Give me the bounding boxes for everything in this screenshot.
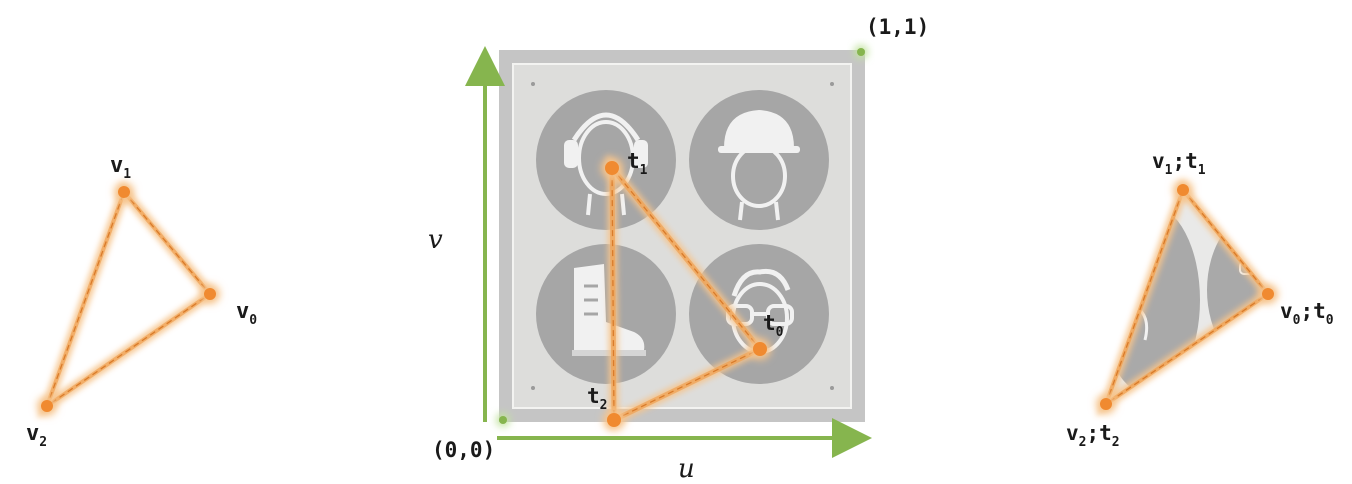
- origin-point: [499, 416, 507, 424]
- u-axis-label: u: [678, 454, 695, 484]
- vertex-v2t2-point: [1100, 398, 1112, 410]
- vertex-v2-point: [41, 400, 53, 412]
- vertex-v1-point: [118, 186, 130, 198]
- hard-hat-icon: [689, 90, 829, 230]
- origin-label: (0,0): [432, 438, 495, 462]
- uv-t1-point: [605, 161, 619, 175]
- uv-triangle: [601, 153, 771, 431]
- label-t2: t2: [587, 384, 607, 413]
- label-t1: t1: [627, 149, 648, 178]
- label-v0: v0: [236, 299, 257, 328]
- left-triangle: v1 v0 v2: [26, 153, 257, 450]
- vertex-v1t1-point: [1177, 184, 1189, 196]
- vertex-v0-point: [204, 288, 216, 300]
- vertex-v0t0-point: [1262, 288, 1274, 300]
- uv-t2-point: [607, 413, 621, 427]
- label-v1: v1: [110, 153, 131, 182]
- uv-axes: [465, 45, 872, 458]
- label-v0-t0: v0;t0: [1280, 299, 1334, 328]
- v-axis-label: v: [428, 225, 443, 255]
- right-triangle: v1;t1 v0;t0 v2;t2: [1066, 149, 1334, 450]
- uv-t0-point: [753, 342, 767, 356]
- label-t0: t0: [763, 311, 784, 340]
- label-v2: v2: [26, 421, 47, 450]
- corner-label: (1,1): [866, 15, 929, 39]
- label-v1-t1: v1;t1: [1152, 149, 1206, 178]
- label-v2-t2: v2;t2: [1066, 421, 1120, 450]
- corner-point: [857, 48, 865, 56]
- texture-panel: t1 t0 t2 (0,0) (1,1) u v: [428, 15, 929, 484]
